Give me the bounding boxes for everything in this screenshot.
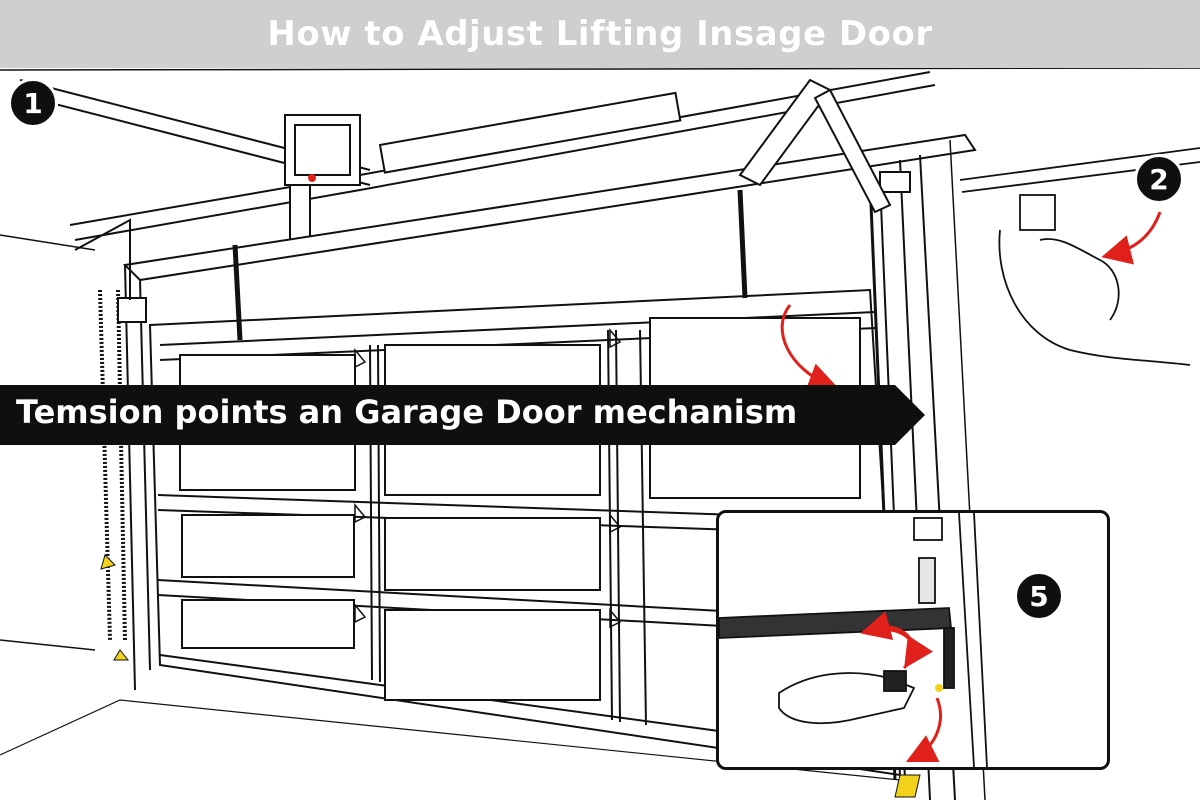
inset-illustration [719, 513, 1058, 767]
tension-points-banner: Temsion points an Garage Door mechanism [0, 385, 925, 445]
step-2-badge: 2 [1134, 154, 1184, 204]
step-5-badge: 5 [1014, 571, 1064, 621]
title-bar: How to Adjust Lifting Insage Door [0, 0, 1200, 68]
arrow-to-panel-icon [780, 304, 839, 392]
banner-label: Temsion points an Garage Door mechanism [16, 393, 798, 431]
page-title: How to Adjust Lifting Insage Door [267, 14, 933, 54]
detail-inset: 5 [716, 510, 1110, 770]
arrow-to-handle-icon [1101, 211, 1162, 265]
step-1-badge: 1 [8, 78, 58, 128]
